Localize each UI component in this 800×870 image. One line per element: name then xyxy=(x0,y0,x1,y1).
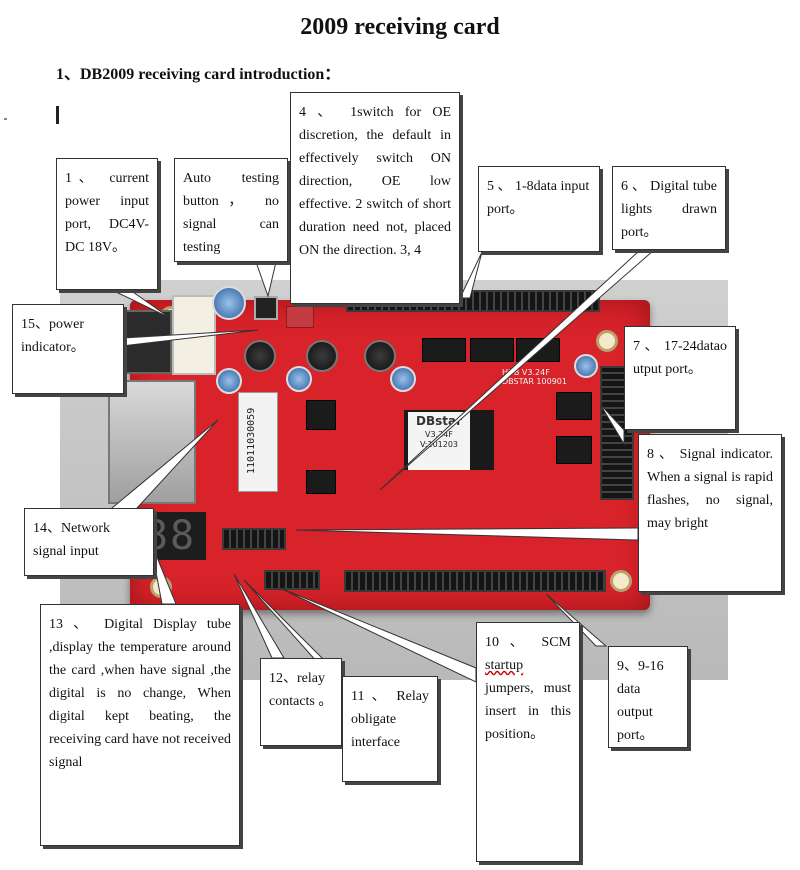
leader-c6 xyxy=(379,249,656,491)
callout-data-input-port: 5 、 1-8data input port。 xyxy=(478,166,600,252)
callout-17-24-data-output-port: 7 、 17-24datao utput port。 xyxy=(624,326,736,430)
leader-c7 xyxy=(599,403,625,446)
leader-c9 xyxy=(545,593,608,647)
callout-digital-tube-lights-port: 6 、 Digital tube lights drawn port。 xyxy=(612,166,726,250)
callout-9-16-data-output-port: 9、9-16 data output port。 xyxy=(608,646,688,748)
mounting-hole xyxy=(610,570,632,592)
pcb-silkscreen: HUB V3.24F DBSTAR 100901 xyxy=(502,368,567,386)
callout-scm-startup-jumpers: 10 、 SCM startup jumpers, must insert in… xyxy=(476,622,580,862)
mcu-version: V3.24F xyxy=(425,430,453,439)
callout-relay-obligate-interface: 11 、 Relay obligate interface xyxy=(342,676,438,782)
pcb-silkscreen-line: HUB V3.24F xyxy=(502,368,550,377)
ic-chip xyxy=(556,436,592,464)
data-output-header-9-16 xyxy=(344,570,606,592)
ic-chip xyxy=(556,392,592,420)
callout-network-signal-input: 14、Network signal input xyxy=(24,508,154,576)
relay-interface-header xyxy=(264,570,320,590)
callout-scm-text-wavy: startup xyxy=(485,658,524,673)
section-heading: 1、DB2009 receiving card introduction： xyxy=(56,66,341,83)
mounting-hole xyxy=(596,330,618,352)
ic-chip xyxy=(306,400,336,430)
callout-auto-testing-button: Auto testing button， no signal can testi… xyxy=(174,158,288,262)
ic-chip xyxy=(422,338,466,362)
leader-c8 xyxy=(295,527,639,541)
capacitor xyxy=(212,286,246,320)
callout-signal-indicator: 8 、 Signal indicator. When a signal is r… xyxy=(638,434,782,592)
callout-relay-contacts: 12、relay contacts 。 xyxy=(260,658,342,746)
inductor xyxy=(364,340,396,372)
stray-mark xyxy=(4,118,7,120)
text-cursor xyxy=(56,106,59,124)
signal-indicator-header xyxy=(222,528,286,550)
callout-digital-display-tube: 13 、 Digital Display tube ,display the t… xyxy=(40,604,240,846)
mcu-date: V:101203 xyxy=(419,440,459,449)
callout-scm-text-post: jumpers, must insert in this position。 xyxy=(485,681,571,742)
leader-c5 xyxy=(459,251,483,299)
leader-auto xyxy=(255,261,277,298)
capacitor xyxy=(574,354,598,378)
ic-chip xyxy=(470,338,514,362)
dip-switch xyxy=(286,306,314,328)
inductor xyxy=(306,340,338,372)
page-title: 2009 receiving card xyxy=(300,14,500,40)
ic-chip xyxy=(306,470,336,494)
inductor xyxy=(244,340,276,372)
leader-c14 xyxy=(111,419,219,521)
callout-current-power-input: 1、 current power input port, DC4V-DC 18V… xyxy=(56,158,158,290)
auto-test-button xyxy=(254,296,278,320)
pcb-silkscreen-line: DBSTAR 100901 xyxy=(502,377,567,386)
serial-label xyxy=(238,392,278,492)
leader-c1 xyxy=(111,289,171,319)
leader-c15 xyxy=(121,329,259,347)
capacitor xyxy=(390,366,416,392)
capacitor xyxy=(286,366,312,392)
callout-scm-text-pre: 10 、 SCM xyxy=(485,635,571,650)
callout-power-indicator: 15、power indicator。 xyxy=(12,304,124,394)
capacitor xyxy=(216,368,242,394)
callout-oe-switch: 4 、 1switch for OE discretion, the defau… xyxy=(290,92,460,304)
